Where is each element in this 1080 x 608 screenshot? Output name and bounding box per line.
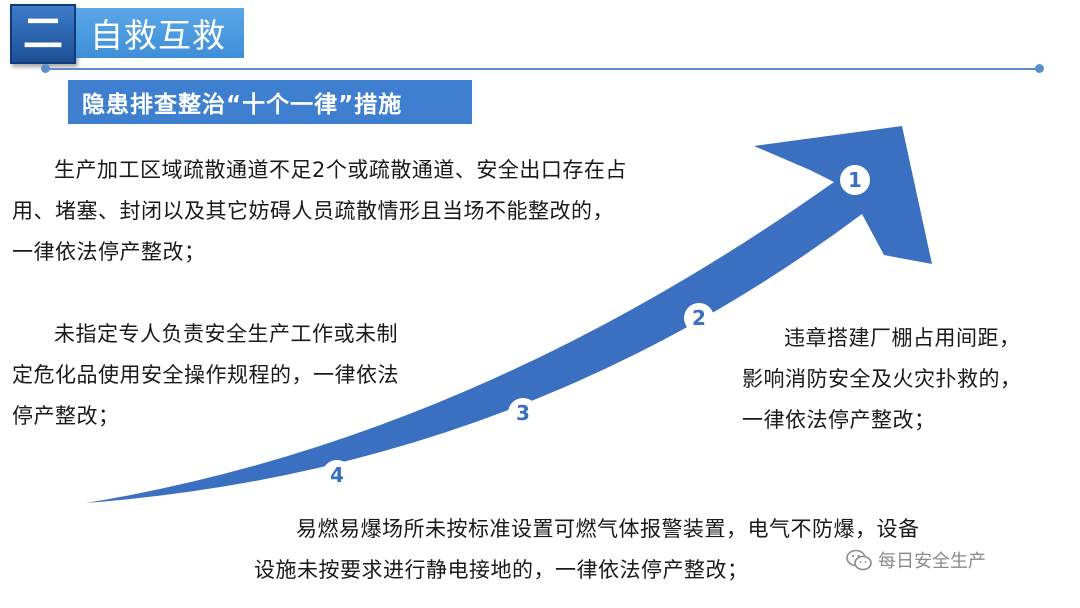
measure-1-text: 生产加工区域疏散通道不足2个或疏散通道、安全出口存在占 用、堵塞、封闭以及其它妨… xyxy=(12,150,752,273)
measure-1-line-2: 用、堵塞、封闭以及其它妨碍人员疏散情形且当场不能整改的， xyxy=(12,199,614,223)
measure-3-line-1: 未指定专人负责安全生产工作或未制 xyxy=(54,322,398,346)
measure-2-line-3: 一律依法停产整改； xyxy=(742,408,936,432)
measure-2-line-1: 违章搭建厂棚占用间距， xyxy=(784,326,1021,350)
measure-2-text: 违章搭建厂棚占用间距， 影响消防安全及火灾扑救的， 一律依法停产整改； xyxy=(742,318,1072,441)
step-2-badge: 2 xyxy=(684,303,714,333)
divider-dot-right xyxy=(1035,64,1044,73)
measure-4-line-1: 易燃易爆场所未按标准设置可燃气体报警装置，电气不防爆，设备 xyxy=(296,517,920,541)
measure-2-line-2: 影响消防安全及火灾扑救的， xyxy=(742,367,1022,391)
section-number-badge: 二 xyxy=(10,4,76,64)
step-4-badge: 4 xyxy=(322,460,352,490)
step-3-badge: 3 xyxy=(508,398,538,428)
subtitle-banner: 隐患排查整治“十个一律”措施 xyxy=(68,80,472,124)
arrow-shape xyxy=(86,126,932,503)
divider-dot-left xyxy=(41,64,50,73)
wechat-icon xyxy=(846,549,872,571)
watermark: 每日安全生产 xyxy=(846,547,986,573)
measure-3-line-3: 停产整改； xyxy=(12,404,120,428)
measure-3-text: 未指定专人负责安全生产工作或未制 定危化品使用安全操作规程的，一律依法 停产整改… xyxy=(12,314,478,437)
measure-1-line-3: 一律依法停产整改； xyxy=(12,240,206,264)
step-1-badge: 1 xyxy=(840,165,870,195)
measure-1-line-1: 生产加工区域疏散通道不足2个或疏散通道、安全出口存在占 xyxy=(54,158,627,182)
measure-3-line-2: 定危化品使用安全操作规程的，一律依法 xyxy=(12,363,399,387)
measure-4-text: 易燃易爆场所未按标准设置可燃气体报警装置，电气不防爆，设备 设施未按要求进行静电… xyxy=(254,509,1054,591)
watermark-text: 每日安全生产 xyxy=(878,551,986,572)
section-title: 自救互救 xyxy=(76,8,244,58)
header-divider-line xyxy=(46,68,1040,70)
measure-4-line-2: 设施未按要求进行静电接地的，一律依法停产整改； xyxy=(254,558,749,582)
